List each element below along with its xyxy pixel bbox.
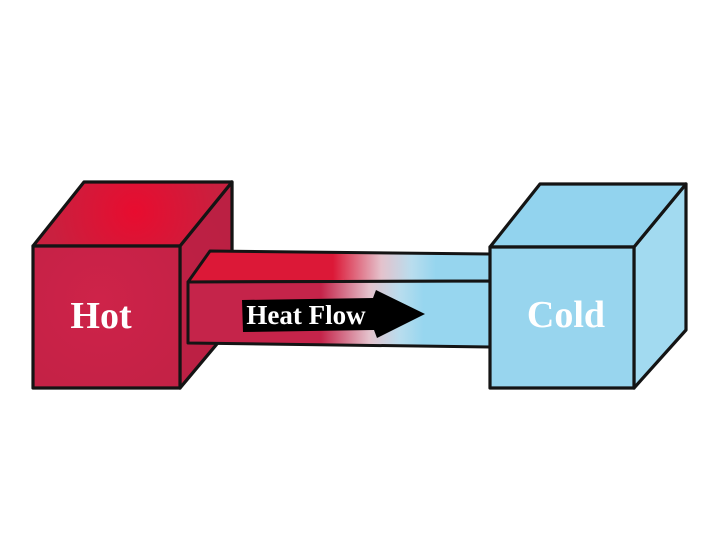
heat-flow-arrow <box>242 290 425 338</box>
heat-flow-label: Heat Flow <box>246 300 366 330</box>
hot-label: Hot <box>70 295 132 337</box>
hot-cube-front-face <box>31 244 182 390</box>
heat-flow-indicator: Heat Flow <box>242 290 425 338</box>
cold-cube-front-face <box>488 245 636 390</box>
conductor-bar-top-face <box>186 249 492 284</box>
cold-label: Cold <box>527 294 605 336</box>
cold-block: Cold <box>488 182 688 390</box>
